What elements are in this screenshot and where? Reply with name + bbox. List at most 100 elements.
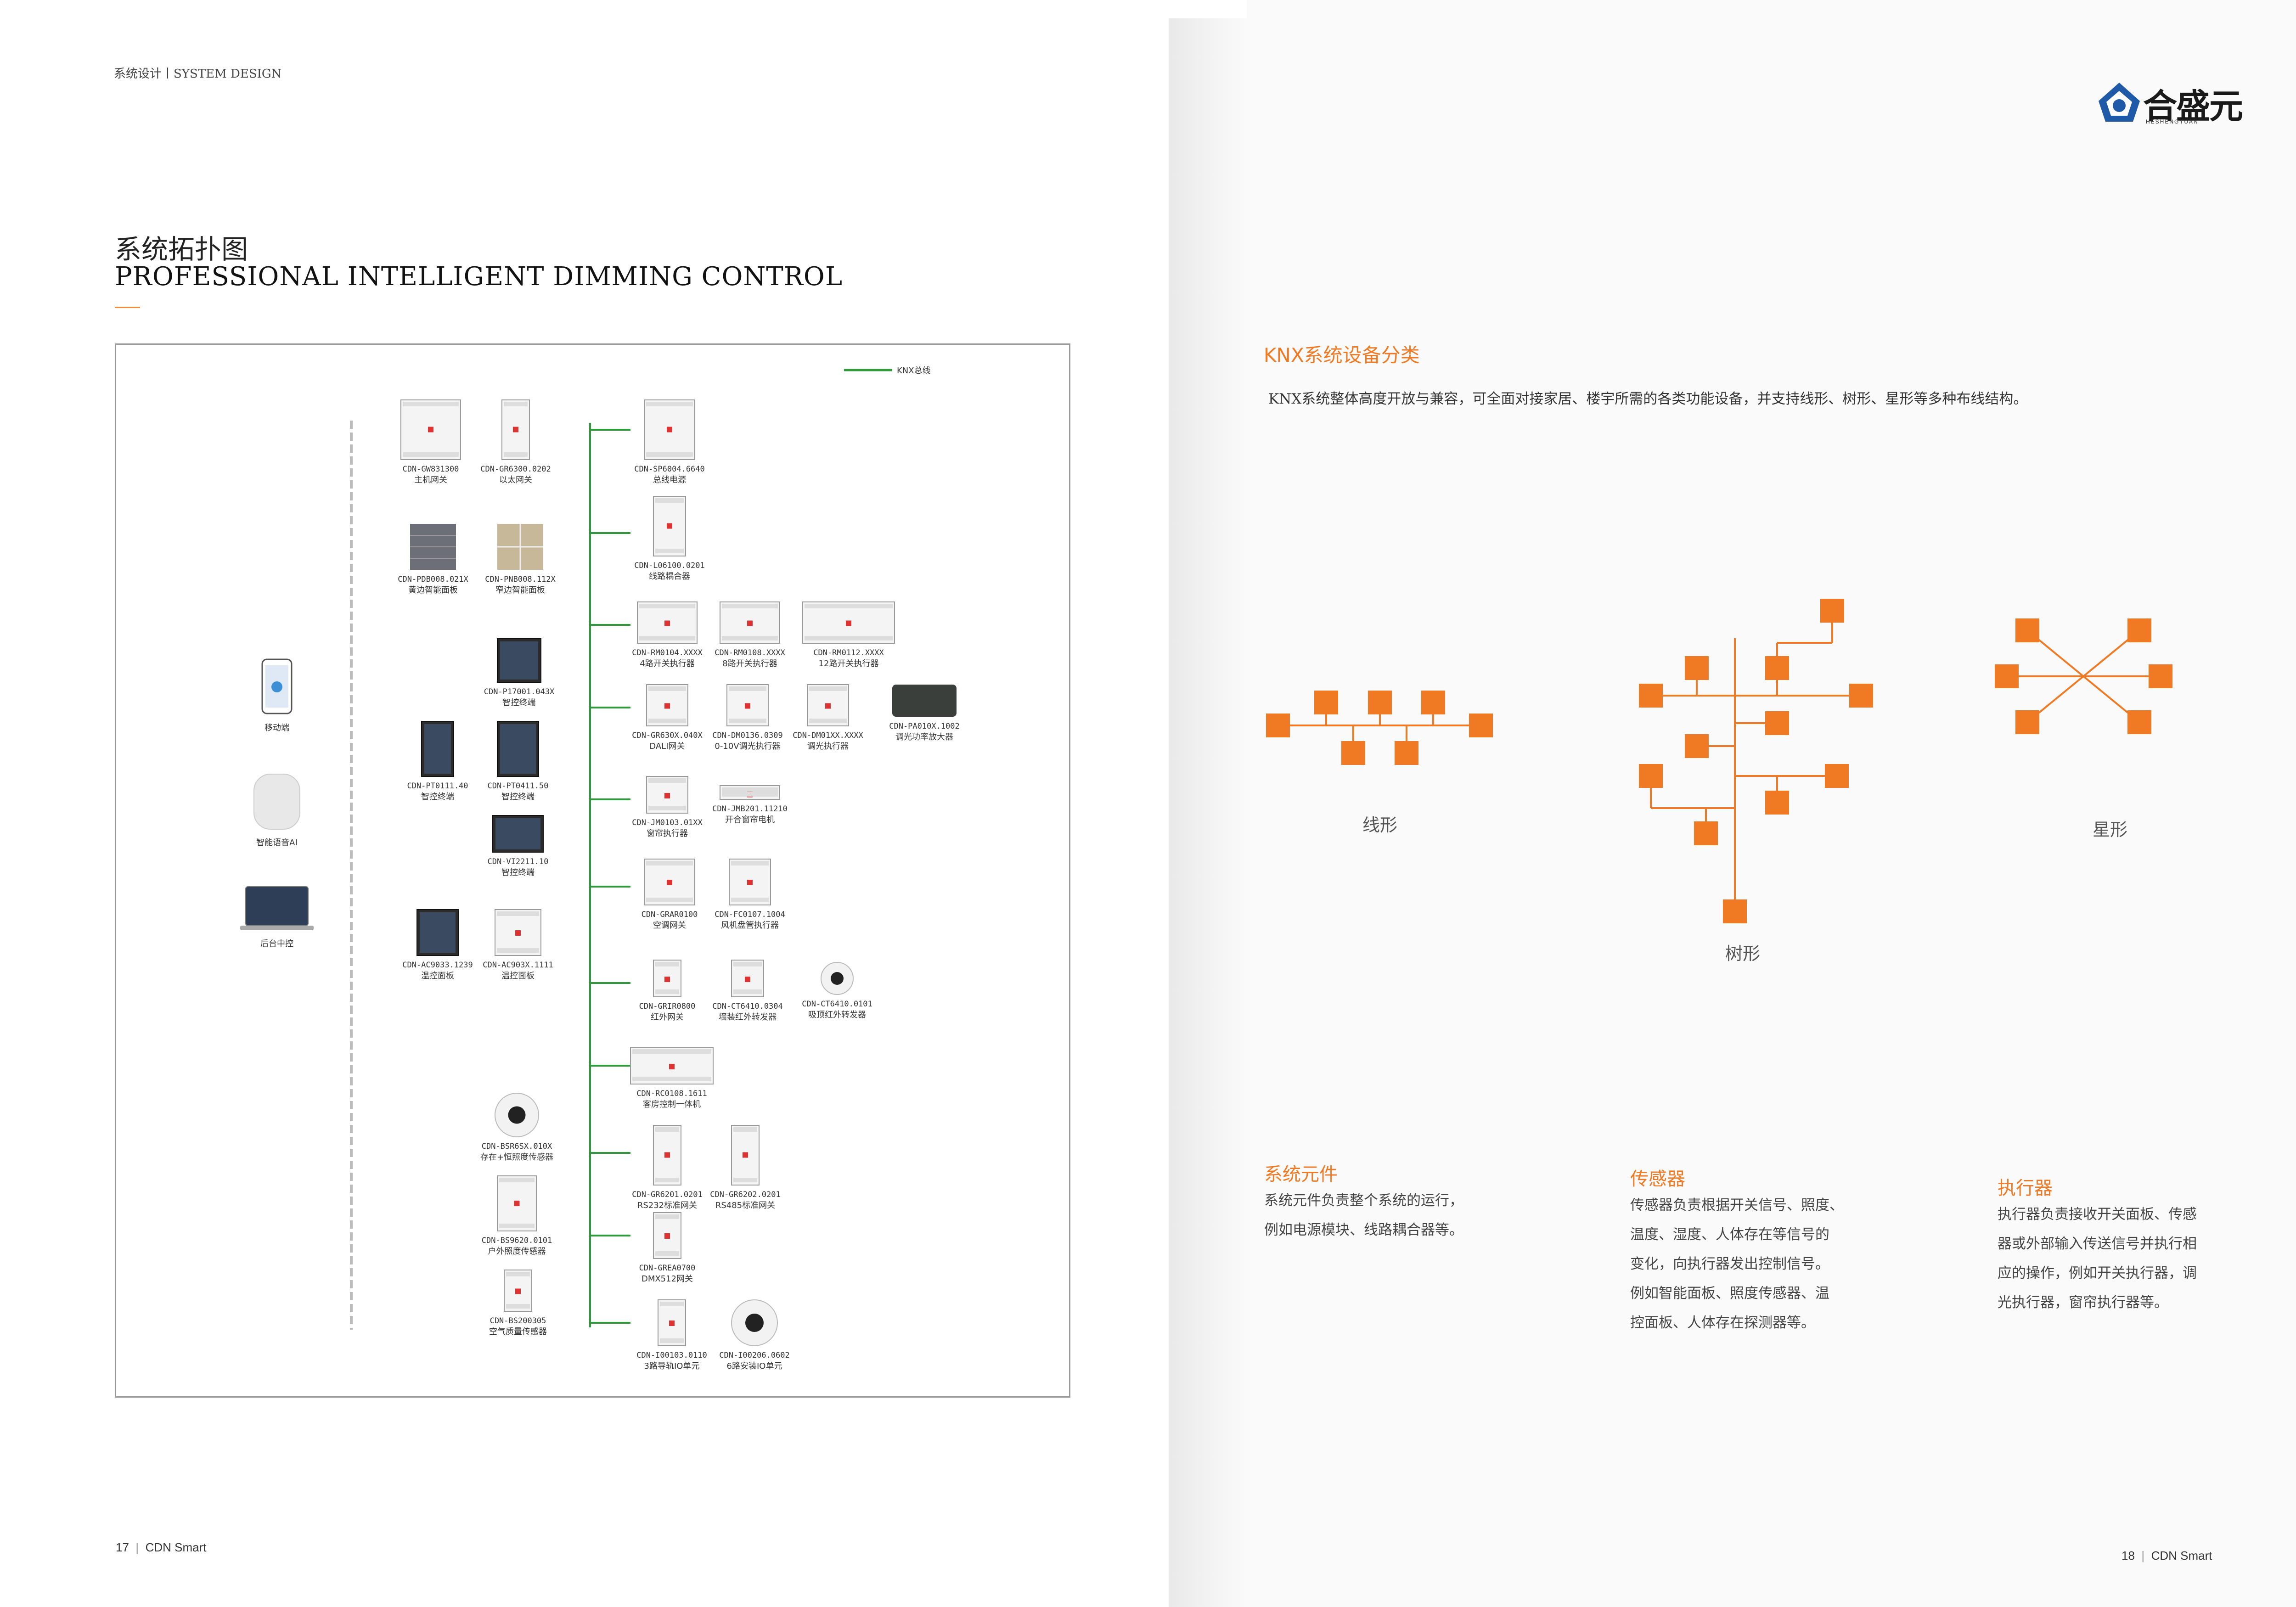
- topology-node: [1723, 899, 1747, 923]
- device-name: 风机盘管执行器: [721, 921, 779, 930]
- device-code: CDN-FC0107.1004: [715, 910, 785, 919]
- section-body: 执行器负责接收开关面板、传感 器或外部输入传送信号并执行相 应的操作，例如开关执…: [1998, 1200, 2282, 1317]
- device-name: 温控面板: [501, 971, 535, 981]
- device-code: CDN-PT0411.50: [487, 781, 548, 791]
- device-name: RS232标准网关: [637, 1201, 697, 1210]
- footer-brand: CDN Smart: [2151, 1549, 2212, 1562]
- topology-node: [1685, 734, 1709, 758]
- device-code: CDN-SP6004.6640: [634, 465, 705, 474]
- device-code: CDN-JM0103.01XX: [632, 818, 703, 827]
- device-name: 红外网关: [651, 1012, 684, 1022]
- device-code: CDN-BS9620.0101: [482, 1236, 552, 1245]
- device-code: CDN-CT6410.0304: [712, 1002, 783, 1011]
- topology-nodes: [1266, 599, 2172, 923]
- device-name: 0-10V调光执行器: [715, 742, 780, 751]
- device-name: RS485标准网关: [715, 1201, 775, 1210]
- topology-node: [1469, 714, 1493, 737]
- device-code: CDN-GREA0700: [639, 1264, 696, 1273]
- device-name: 线路耦合器: [649, 572, 690, 581]
- left-device-group: CDN-GW831300主机网关CDN-GR6300.0202以太网关CDN-P…: [398, 399, 556, 1337]
- device-name: 智控终端: [501, 792, 535, 802]
- section-line: 器或外部输入传送信号并执行相: [1998, 1236, 2197, 1252]
- device-code: CDN-CT6410.0101: [802, 1000, 872, 1009]
- device-code: CDN-AC903X.1111: [483, 961, 553, 970]
- section-line: 温度、湿度、人体存在等信号的: [1630, 1226, 1829, 1243]
- section-actuators: 执行器 执行器负责接收开关面板、传感 器或外部输入传送信号并执行相 应的操作，例…: [1998, 1173, 2282, 1317]
- topology-node: [1421, 691, 1445, 714]
- section-line: 系统元件负责整个系统的运行，: [1264, 1192, 1463, 1209]
- section-line: 传感器负责根据开关信号、照度、: [1630, 1197, 1844, 1214]
- topology-node: [1765, 711, 1789, 735]
- device-code: CDN-BS200305: [490, 1316, 546, 1326]
- section-title: 执行器: [1998, 1178, 2053, 1199]
- section-system-components: 系统元件 系统元件负责整个系统的运行， 例如电源模块、线路耦合器等。: [1264, 1159, 1540, 1245]
- device-name: 智控终端: [501, 868, 535, 877]
- section-body: 系统元件负责整个系统的运行， 例如电源模块、线路耦合器等。: [1264, 1186, 1540, 1245]
- legend-label: KNX总线: [897, 366, 931, 376]
- device-name: 主机网关: [414, 475, 447, 485]
- page-number: 18: [2122, 1549, 2135, 1562]
- device-name: 开合窗帘电机: [725, 815, 775, 825]
- topology-star-label: 星形: [2093, 820, 2127, 840]
- page-header: 系统设计丨SYSTEM DESIGN: [114, 67, 282, 81]
- topology-tree-label: 树形: [1725, 944, 1760, 964]
- topology-node: [2015, 618, 2039, 642]
- device-name: 3路导轨IO单元: [644, 1361, 700, 1371]
- device-name: 温控面板: [421, 971, 454, 981]
- client-label: 智能语音AI: [256, 838, 298, 848]
- page-footer-left: 17 | CDN Smart: [116, 1540, 207, 1554]
- page-number: 17: [116, 1540, 129, 1554]
- bus-branches: [590, 429, 630, 1324]
- section-line: 例如智能面板、照度传感器、温: [1630, 1285, 1829, 1302]
- topology-node: [1694, 821, 1718, 845]
- device-code: CDN-GR6202.0201: [710, 1190, 781, 1199]
- device-item: CDN-L06100.0201 线路耦合器: [634, 496, 705, 581]
- device-code: CDN-RM0112.XXXX: [813, 648, 884, 657]
- topology-node: [1765, 656, 1789, 680]
- device-code: CDN-VI2211.10: [487, 857, 548, 866]
- device-name: 吸顶红外转发器: [808, 1010, 866, 1020]
- topology-node: [1995, 664, 2019, 688]
- device-code: CDN-P17001.043X: [484, 687, 555, 697]
- device-name: 黄边智能面板: [408, 585, 458, 595]
- device-code: CDN-GRIR0800: [639, 1002, 696, 1011]
- phone-icon: 移动端: [261, 658, 293, 733]
- topology-node: [1820, 599, 1844, 623]
- topology-node: [2015, 710, 2039, 734]
- device-code: CDN-I00103.0110: [636, 1351, 707, 1360]
- topology-node: [2149, 664, 2172, 688]
- device-name: 智控终端: [503, 698, 536, 708]
- device-code: CDN-L06100.0201: [634, 561, 705, 570]
- section-body: 传感器负责根据开关信号、照度、 温度、湿度、人体存在等信号的 变化，向执行器发出…: [1630, 1191, 1915, 1337]
- device-name: 调光功率放大器: [895, 732, 953, 742]
- device-code: CDN-GW831300: [403, 465, 459, 474]
- section-line: 应的操作，例如开关执行器，调: [1998, 1265, 2197, 1281]
- device-name: 窄边智能面板: [495, 585, 545, 595]
- topology-node: [1685, 656, 1709, 680]
- device-name: 4路开关执行器: [640, 659, 694, 669]
- device-code: CDN-GR6300.0202: [480, 465, 551, 474]
- device-code: CDN-DM01XX.XXXX: [793, 731, 863, 740]
- footer-brand: CDN Smart: [145, 1540, 207, 1554]
- brand-logo: 合盛元 HESHENGYUAN: [2096, 78, 2248, 131]
- book-gutter: [1169, 18, 1247, 1607]
- knx-description: KNX系统整体高度开放与兼容，可全面对接家居、楼宇所需的各类功能设备，并支持线形…: [1268, 391, 2028, 407]
- title-underline: [115, 307, 140, 308]
